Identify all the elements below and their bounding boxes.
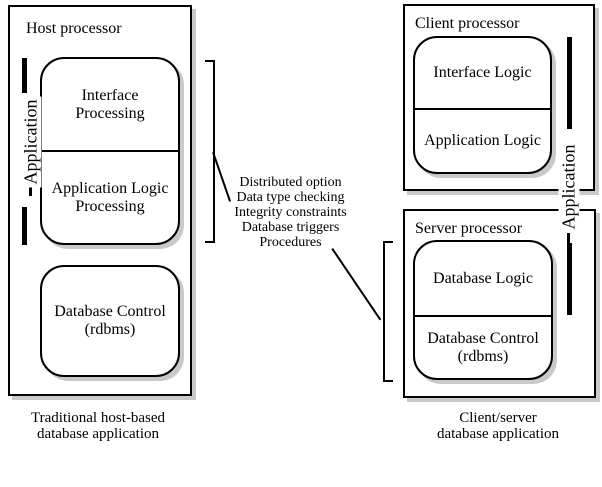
feature-item: Distributed option (239, 175, 342, 190)
module-label-line: Database Logic (433, 269, 533, 287)
application-span-bar-bottom-right (567, 243, 572, 315)
module-label-line: Application Logic (424, 132, 541, 150)
module-label-line: (rdbms) (457, 347, 509, 365)
caption-line: database application (436, 426, 560, 442)
caption-line: Traditional host-based (30, 410, 166, 426)
client-server-caption: Client/server database application (400, 410, 596, 442)
host-application-stack: Interface Processing Application Logic P… (40, 57, 180, 245)
application-logic-module: Application Logic (415, 110, 550, 172)
module-label-line: (rdbms) (84, 321, 136, 338)
client-processor-title: Client processor (415, 15, 520, 32)
application-span-bar-bottom (22, 207, 27, 245)
caption-line: Client/server (459, 410, 537, 426)
application-span-bar-top-right (567, 37, 572, 129)
interface-logic-module: Interface Logic (415, 38, 550, 110)
database-control-cell: Database Control (rdbms) (42, 267, 178, 375)
host-processor-title: Host processor (26, 20, 122, 37)
module-label-line: Database Control (427, 329, 539, 347)
feature-item: Procedures (259, 235, 322, 250)
host-caption: Traditional host-based database applicat… (3, 410, 193, 442)
caption-line: database application (36, 426, 160, 442)
module-label-line: Interface Logic (433, 64, 532, 82)
feature-item: Database triggers (241, 220, 340, 235)
application-span-dash (29, 186, 32, 196)
feature-item: Data type checking (236, 190, 345, 205)
application-span-bar-top (22, 58, 27, 93)
server-features-brace (383, 241, 393, 382)
host-application-side-label: Application (20, 96, 42, 188)
server-database-control-module: Database Control (rdbms) (415, 317, 551, 378)
module-label-line: Interface (81, 86, 139, 104)
client-server-application-side-label: Application (558, 141, 580, 233)
client-application-stack: Interface Logic Application Logic (413, 36, 552, 174)
module-label-line: Database Control (54, 303, 166, 321)
module-label-line: Processing (75, 104, 145, 122)
list-to-brace-connector-right (331, 248, 382, 321)
interface-processing-module: Interface Processing (42, 59, 178, 152)
module-label-line: Application Logic (51, 179, 169, 197)
host-database-control-module: Database Control (rdbms) (40, 265, 180, 377)
host-features-brace (205, 60, 215, 243)
feature-item: Integrity constraints (234, 205, 347, 220)
module-label-line: Processing (75, 197, 145, 215)
server-processor-title: Server processor (415, 220, 523, 237)
feature-list: Distributed option Data type checking In… (213, 175, 368, 250)
application-logic-processing-module: Application Logic Processing (42, 152, 178, 243)
server-database-stack: Database Logic Database Control (rdbms) (413, 240, 553, 380)
database-logic-module: Database Logic (415, 242, 551, 317)
application-span-dash-right (567, 233, 570, 243)
